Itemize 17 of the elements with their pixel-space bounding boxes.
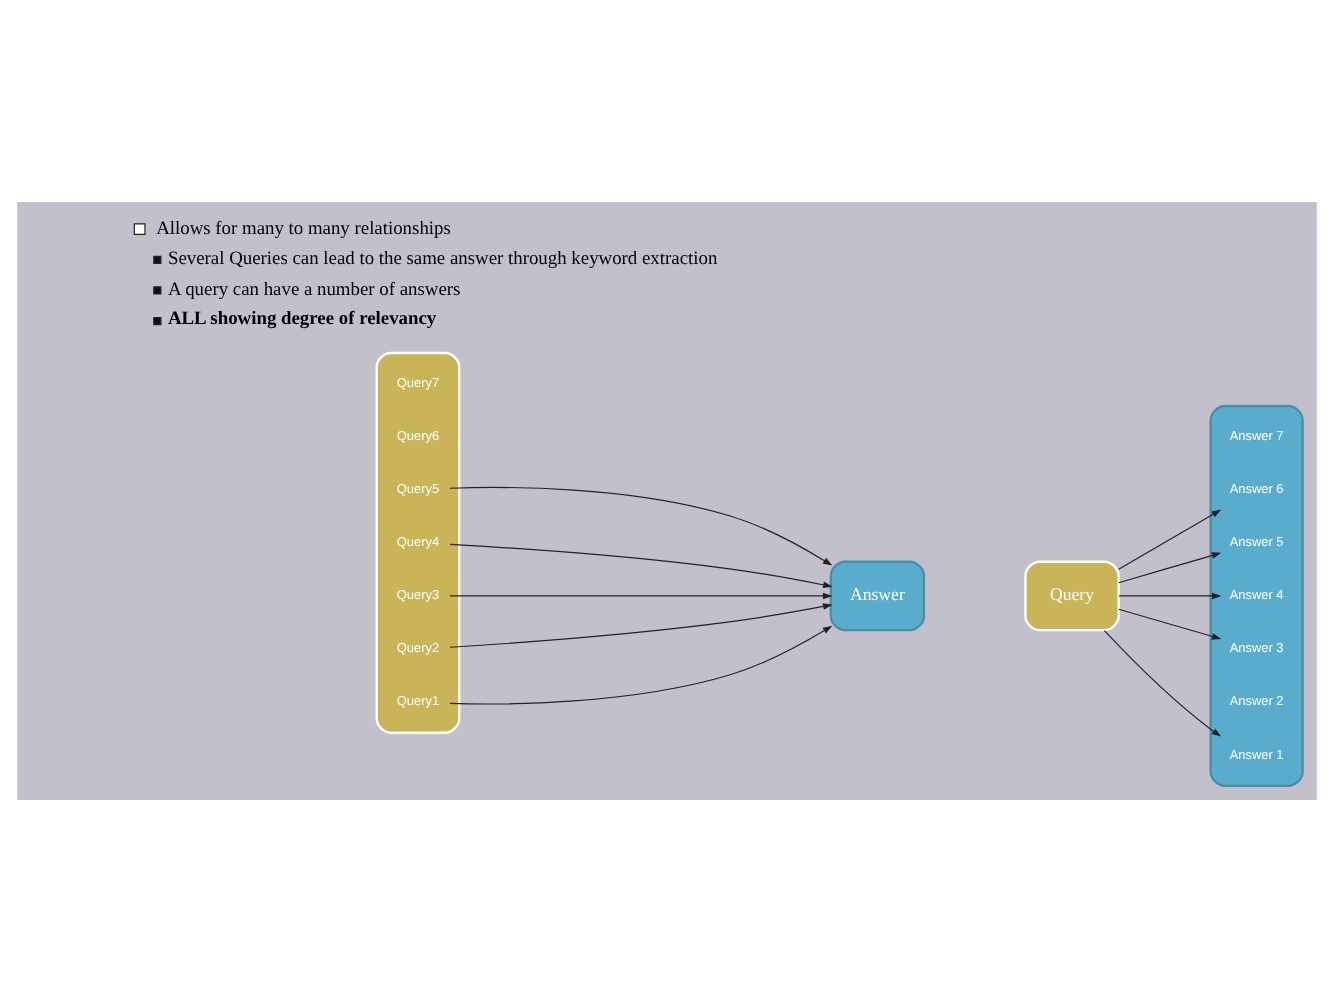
node-box: Answer <box>829 559 926 631</box>
cluster <box>375 350 461 733</box>
arrow <box>1118 551 1222 583</box>
arrow <box>1103 629 1222 736</box>
label: A query can have a number of answers <box>167 279 461 300</box>
node-box: Query <box>1024 559 1120 631</box>
arrow <box>1118 591 1222 599</box>
label: Allows for many to many relationships <box>156 218 451 239</box>
arrow <box>449 591 833 599</box>
label: ALL showing degree of relevancy <box>167 309 437 330</box>
arrow <box>449 602 833 647</box>
arrow <box>449 624 833 704</box>
arrow <box>449 542 833 588</box>
label: Several Queries can lead to the same answer through keyword extraction <box>167 249 718 270</box>
arrow <box>1118 607 1222 639</box>
arrow <box>1118 508 1222 569</box>
arrow <box>449 485 833 565</box>
